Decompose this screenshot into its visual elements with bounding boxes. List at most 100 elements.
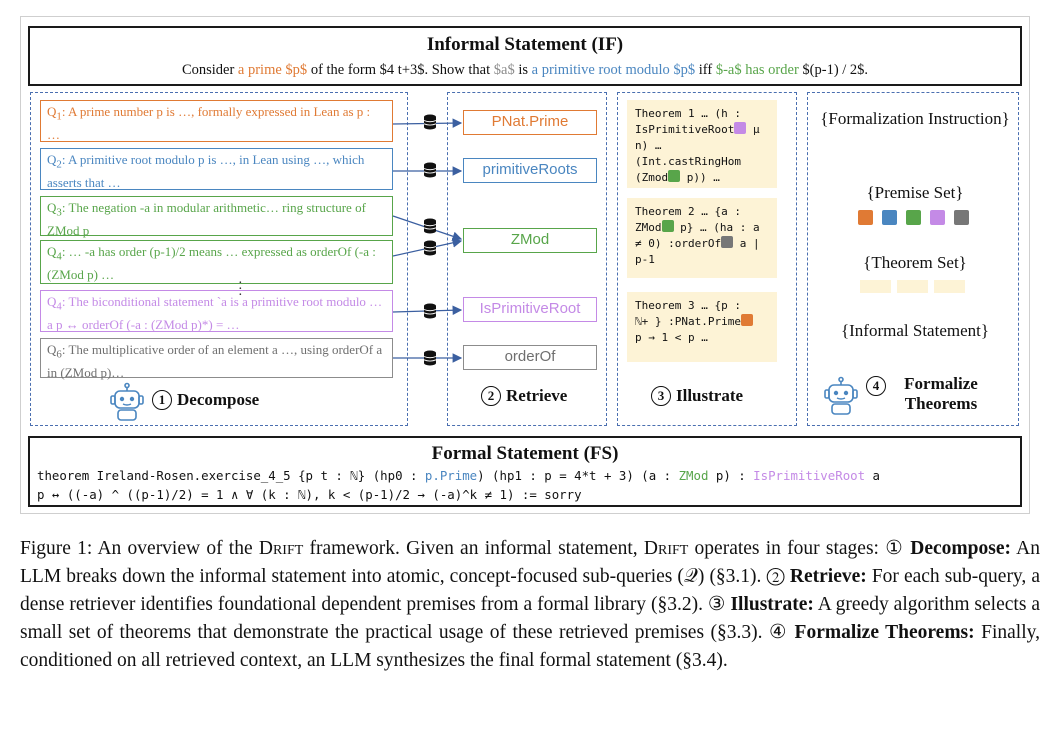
fs-prime: p.Prime xyxy=(424,468,478,483)
informal-statement-text: Consider a prime $p$ of the form $4 t+3$… xyxy=(30,62,1020,79)
caption-stage-label: Formalize Theorems: xyxy=(794,622,975,643)
fs-part: a xyxy=(865,468,880,483)
if-text-primitive-root: a primitive root modulo $p$ xyxy=(531,62,696,78)
stage-retrieve-label: 2 Retrieve xyxy=(481,386,567,406)
caption-text: For each sub-query, a dense retriever id… xyxy=(20,566,1040,615)
database-icon xyxy=(423,114,437,130)
formal-statement-line-1: theorem Ireland-Rosen.exercise_4_5 {p t … xyxy=(37,468,880,483)
orange-swatch xyxy=(740,314,753,326)
formalization-instruction: {Formalization Instruction} xyxy=(820,109,1010,128)
if-text-part: of the form $4 t+3$. Show that xyxy=(307,62,494,78)
theorem-line: IsPrimitiveRoot xyxy=(635,123,735,136)
robot-icon xyxy=(824,376,858,415)
stage-decompose-label: 1 Decompose xyxy=(152,390,259,410)
informal-statement-label: {Informal Statement} xyxy=(840,321,990,340)
theorem-swatch xyxy=(860,280,891,293)
figure-frame xyxy=(20,16,1030,514)
stage-text: Formalize Theorems xyxy=(904,374,978,413)
robot-icon xyxy=(110,382,144,421)
caption-framework-name: Drift xyxy=(258,538,304,559)
fs-zmod: ZMod xyxy=(678,468,709,483)
premise-is-primitive-root: IsPrimitiveRoot xyxy=(463,297,597,322)
decompose-panel xyxy=(30,92,408,426)
if-text-part: is xyxy=(514,62,532,78)
sub-query-4: Q4: … -a has order (p-1)/2 means … expre… xyxy=(40,240,393,284)
theorem-line: p} … (ha : a xyxy=(673,221,760,234)
sub-query-3: Q3: The negation -a in modular arithmeti… xyxy=(40,196,393,238)
query-text: : The multiplicative order of an element… xyxy=(47,342,383,380)
theorem-line: ZMod xyxy=(635,221,662,234)
ellipsis-dots: ··· xyxy=(238,276,243,303)
database-icon xyxy=(423,240,437,256)
query-sub: 3 xyxy=(56,206,62,219)
query-text: : A primitive root modulo p is …, in Lea… xyxy=(47,152,365,190)
caption-text: A greedy algorithm selects a small set o… xyxy=(20,594,1041,643)
theorem-line: n) … xyxy=(635,139,662,152)
query-sub: 4 xyxy=(56,300,62,313)
caption-stage-number: ① xyxy=(885,538,905,559)
theorem-set-label: {Theorem Set} xyxy=(863,253,967,272)
caption-stage-number: ④ xyxy=(768,622,789,643)
if-text-part: $(p-1) / 2$. xyxy=(798,62,869,78)
query-text: : The biconditional statement `a is a pr… xyxy=(47,294,383,332)
stage-number: 3 xyxy=(651,386,671,406)
purple-swatch xyxy=(930,210,945,225)
gray-swatch xyxy=(954,210,969,225)
theorem-line: a | xyxy=(733,237,760,250)
sub-query-1: Q1: A prime number p is …, formally expr… xyxy=(40,100,393,142)
fs-part: p) : xyxy=(708,468,754,483)
green-swatch xyxy=(668,170,681,182)
theorem-line: (Int.castRingHom xyxy=(635,155,741,168)
caption-text: An LLM breaks down the informal statemen… xyxy=(20,538,1040,587)
theorem-line: μ xyxy=(746,123,760,136)
sub-query-2: Q2: A primitive root modulo p is …, in L… xyxy=(40,148,393,190)
query-id: Q xyxy=(47,200,57,215)
premise-primitive-roots: primitiveRoots xyxy=(463,158,597,183)
query-text: : A prime number p is …, formally expres… xyxy=(47,104,371,142)
theorem-line: p-1 xyxy=(635,253,655,266)
premise-pnat-prime: PNat.Prime xyxy=(463,110,597,135)
premise-order-of: orderOf xyxy=(463,345,597,370)
retrieve-panel xyxy=(447,92,607,426)
stage-text: Retrieve xyxy=(506,386,568,405)
formal-statement-box: Formal Statement (FS) theorem Ireland-Ro… xyxy=(28,436,1022,507)
theorem-line: (Zmod xyxy=(635,171,669,184)
query-sub: 4 xyxy=(56,250,62,263)
query-sub: 2 xyxy=(56,158,62,171)
database-icon xyxy=(423,350,437,366)
premise-set-label: {Premise Set} xyxy=(866,183,964,202)
fs-part: ) (hp1 : p = 4*t + 3) (a : xyxy=(477,468,679,483)
gray-swatch xyxy=(721,236,734,248)
database-icon xyxy=(423,303,437,319)
formal-statement-line-2: p ↔ ((-a) ^ ((p-1)/2) = 1 ∧ ∀ (k : ℕ), k… xyxy=(37,487,582,502)
caption-stage-label: Illustrate: xyxy=(730,594,814,615)
theorem-line: p → 1 < p … xyxy=(635,331,708,344)
sub-query-6: Q6: The multiplicative order of an eleme… xyxy=(40,338,393,380)
stage-number: 2 xyxy=(481,386,501,406)
theorem-line: ≠ 0) :orderOf xyxy=(635,237,722,250)
stage-text: Decompose xyxy=(177,390,260,409)
caption-text: Finally, conditioned on all retrieved co… xyxy=(20,622,1040,671)
theorem-swatch xyxy=(934,280,965,293)
theorem-card-2: Theorem 2 … {a : ZMod p} … (ha : a ≠ 0) … xyxy=(627,198,777,278)
theorem-card-1: Theorem 1 … (h : IsPrimitiveRoot μ n) … … xyxy=(627,100,777,188)
green-swatch xyxy=(661,220,674,232)
premise-set-swatches xyxy=(858,210,978,226)
formalize-panel xyxy=(807,92,1019,426)
stage-number: 1 xyxy=(152,390,172,410)
if-text-prime: a prime $p$ xyxy=(237,62,308,78)
database-icon xyxy=(423,162,437,178)
caption-text: Figure 1: An overview of the xyxy=(20,538,259,559)
caption-framework-name: Drift xyxy=(643,538,689,559)
database-icon xyxy=(423,218,437,234)
query-sub: 1 xyxy=(56,110,62,123)
theorem-line: Theorem 2 … {a : xyxy=(635,205,741,218)
if-text-order: $-a$ has order xyxy=(715,62,799,78)
caption-text: framework. Given an informal statement, xyxy=(303,538,644,559)
query-id: Q xyxy=(47,342,57,357)
theorem-line: Theorem 3 … {p : xyxy=(635,299,741,312)
theorem-swatch xyxy=(897,280,928,293)
query-id: Q xyxy=(47,294,57,309)
